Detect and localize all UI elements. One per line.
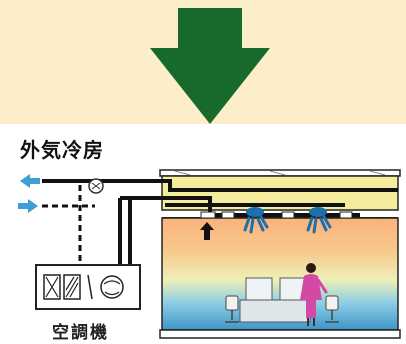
exhaust-arrow-icon	[20, 174, 40, 188]
outdoor-air-lines	[42, 185, 95, 265]
air-handling-unit-label: 空調機	[52, 323, 109, 343]
chair-icon	[325, 295, 339, 323]
diffusers	[200, 207, 353, 240]
diffuser-icon	[243, 207, 269, 234]
chair-icon	[225, 295, 239, 323]
air-handling-unit	[35, 264, 141, 310]
fan-icon	[88, 178, 104, 194]
airflow-arrows	[18, 174, 40, 213]
person-icon	[300, 263, 328, 326]
down-arrow-icon	[150, 8, 270, 124]
diagram-title: 外気冷房	[20, 138, 104, 162]
office-furniture	[225, 277, 339, 323]
diffuser-icon	[306, 207, 332, 234]
return-arrow-icon	[200, 222, 214, 240]
intake-arrow-icon	[18, 199, 38, 213]
